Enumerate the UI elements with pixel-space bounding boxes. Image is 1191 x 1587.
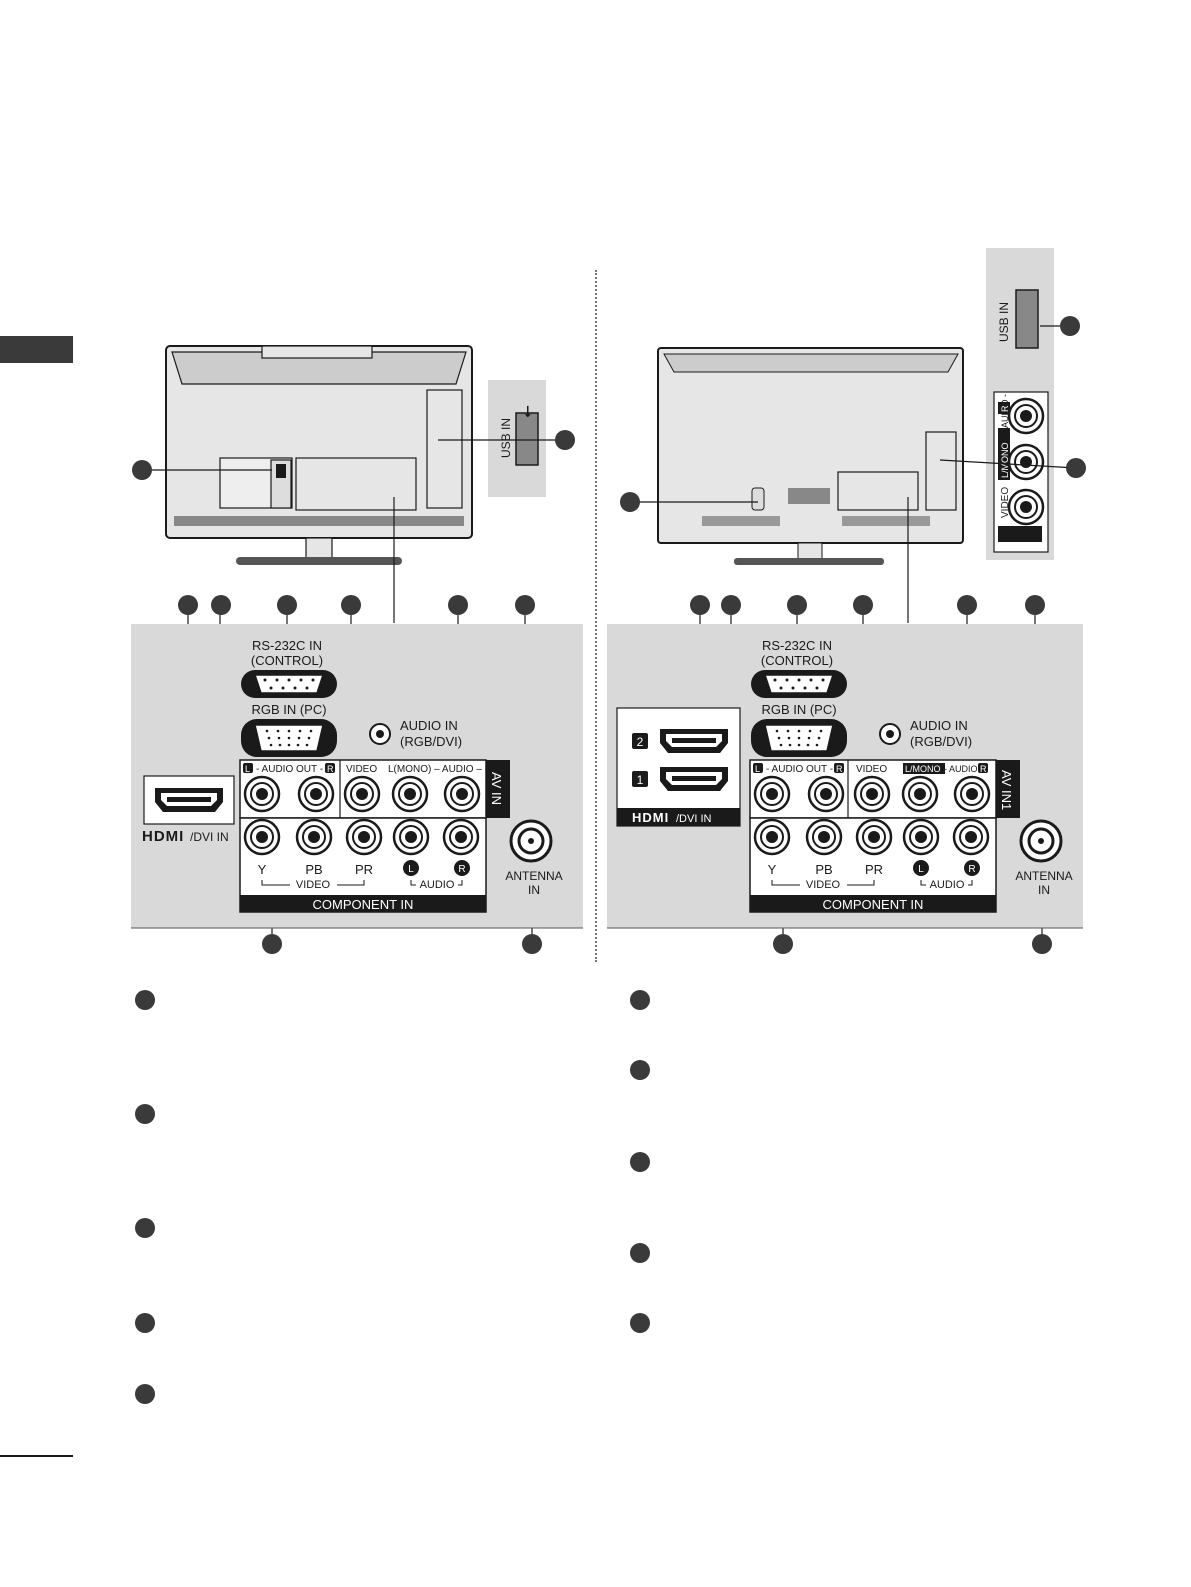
right-tv-rear-view [657,347,964,565]
callout-marker [448,595,468,615]
svg-text:AV IN: AV IN [489,772,504,805]
footer-rule [0,1455,73,1457]
svg-text:L: L [408,864,414,875]
description-bullet [135,1384,155,1404]
left-rgb-label: RGB IN (PC) [251,702,326,717]
callout-marker [721,595,741,615]
right-component-in-label: COMPONENT IN [823,897,924,912]
svg-text:L: L [755,764,760,774]
callout-marker [277,595,297,615]
svg-text:AUDIO: AUDIO [930,879,965,891]
svg-text:⭠: ⭠ [519,405,536,418]
callout-marker [1032,934,1052,954]
svg-text:PB: PB [815,862,832,877]
svg-text:R: R [327,764,334,774]
column-divider [595,270,597,962]
svg-text:(CONTROL): (CONTROL) [761,653,833,668]
svg-text:L/MONO: L/MONO [905,764,941,774]
svg-text:AUDIO IN: AUDIO IN [910,718,968,733]
description-bullet [630,1243,650,1263]
svg-text:Y: Y [768,862,777,877]
svg-text:R: R [1000,405,1010,412]
callout-marker [690,595,710,615]
svg-text:R: R [968,864,975,875]
callout-marker [341,595,361,615]
svg-text:- AUDIO OUT -: - AUDIO OUT - [766,764,833,775]
left-usb-label: USB IN [499,418,513,458]
svg-text:L: L [918,864,924,875]
svg-text:AV IN1: AV IN1 [999,770,1014,810]
callout-marker [787,595,807,615]
left-tv-rear-view [165,345,473,565]
svg-text:VIDEO: VIDEO [1000,487,1011,518]
svg-text:VIDEO: VIDEO [296,879,331,891]
callout-marker [515,595,535,615]
callout-marker [853,595,873,615]
svg-text:PR: PR [865,862,883,877]
svg-text:/DVI IN: /DVI IN [676,813,712,825]
svg-text:ANTENNA: ANTENNA [505,869,562,883]
svg-text:VIDEO: VIDEO [806,879,841,891]
description-bullet [135,1104,155,1124]
svg-text:PR: PR [355,862,373,877]
right-usb-label: USB IN [997,302,1011,342]
description-bullet [630,1152,650,1172]
svg-text:IN: IN [528,883,540,897]
svg-text:PB: PB [305,862,322,877]
right-side-panel: USB IN VIDEO L/MONO AUDIO - R [986,248,1054,560]
callout-marker [620,492,640,512]
callout-marker [522,934,542,954]
svg-text:HDMI: HDMI [632,810,669,825]
callout-marker [132,460,152,480]
svg-text:R: R [458,864,465,875]
svg-text:L/MONO: L/MONO [1000,442,1010,478]
callout-marker [773,934,793,954]
svg-text:/DVI IN: /DVI IN [190,830,229,844]
svg-text:- AUDIO -: - AUDIO - [944,764,983,774]
left-audio-in-jack [369,723,391,745]
left-rs232-label: RS-232C IN [252,638,322,653]
svg-text:RGB IN (PC): RGB IN (PC) [761,702,836,717]
callout-marker [211,595,231,615]
svg-text:2: 2 [637,735,644,749]
left-hdmi-logo: HDMI [142,828,184,845]
svg-text:RS-232C IN: RS-232C IN [762,638,832,653]
svg-text:ANTENNA: ANTENNA [1015,869,1072,883]
right-connector-panel: RS-232C IN (CONTROL) RGB IN (PC) AUDIO I… [607,624,1083,929]
left-component-in-label: COMPONENT IN [313,897,414,912]
svg-text:R: R [836,764,843,774]
svg-text:VIDEO: VIDEO [346,764,377,775]
svg-text:IN: IN [1038,883,1050,897]
callout-marker [555,430,575,450]
description-bullet [135,990,155,1010]
description-bullet [135,1218,155,1238]
svg-text:VIDEO: VIDEO [856,764,887,775]
callout-marker [1066,458,1086,478]
svg-text:(RGB/DVI): (RGB/DVI) [400,734,462,749]
svg-text:R: R [980,764,987,774]
description-bullet [630,990,650,1010]
callout-marker [178,595,198,615]
callout-marker [957,595,977,615]
right-audio-in-jack [879,723,901,745]
svg-text:Y: Y [258,862,267,877]
callout-marker [262,934,282,954]
left-connector-panel: RS-232C IN (CONTROL) RGB IN (PC) AUDIO I… [131,624,583,929]
chapter-tab [0,336,73,363]
svg-text:- AUDIO OUT -: - AUDIO OUT - [256,764,323,775]
callout-marker [1060,316,1080,336]
svg-text:L: L [245,764,250,774]
svg-text:(RGB/DVI): (RGB/DVI) [910,734,972,749]
description-bullet [135,1313,155,1333]
left-usb-panel: USB IN ⭠ [488,380,546,497]
svg-text:L(MONO) – AUDIO – R: L(MONO) – AUDIO – R [388,764,492,775]
callout-marker [1025,595,1045,615]
svg-text:(CONTROL): (CONTROL) [251,653,323,668]
svg-text:AUDIO: AUDIO [420,879,455,891]
svg-text:AUDIO IN: AUDIO IN [400,718,458,733]
svg-text:1: 1 [637,773,644,787]
description-bullet [630,1060,650,1080]
description-bullet [630,1313,650,1333]
